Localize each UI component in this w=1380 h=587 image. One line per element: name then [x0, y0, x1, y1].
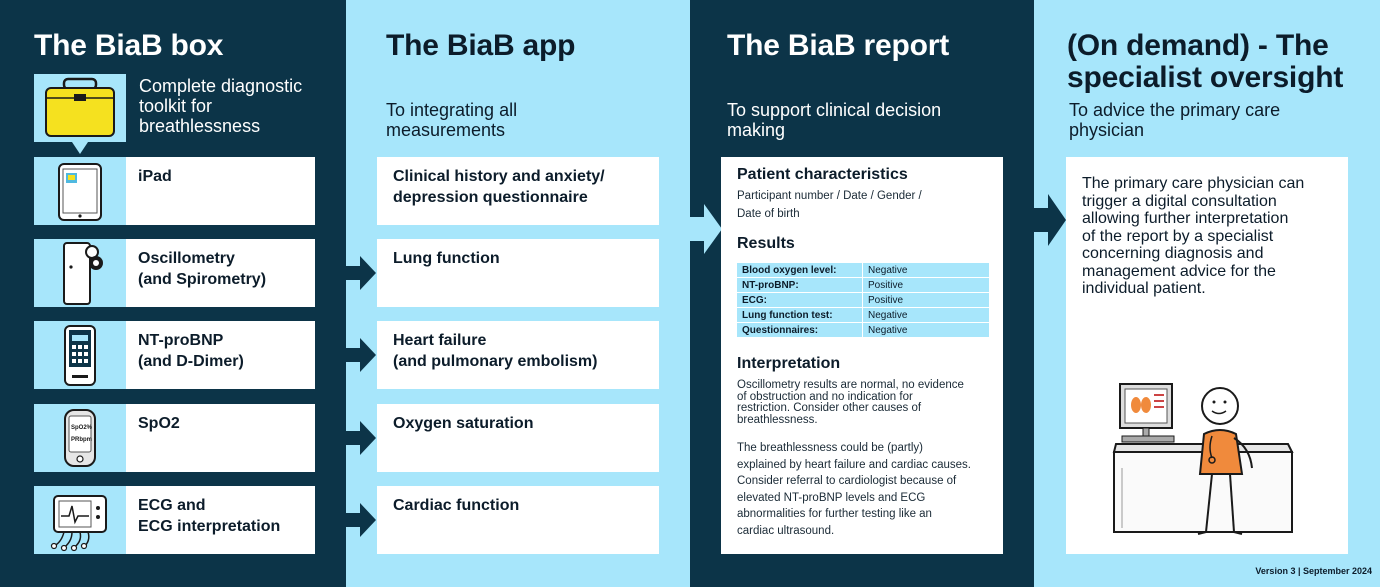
- app-label-history: Clinical history and anxiety/ depression…: [393, 168, 605, 206]
- spo2-icon-box: SpO2% PRbpm: [34, 404, 126, 472]
- result-label: ECG:: [737, 293, 863, 307]
- interpretation-paragraph-1: Oscillometry results are normal, no evid…: [737, 379, 964, 426]
- ecg-label: ECG and ECG interpretation: [138, 497, 281, 535]
- arrow-right-icon: [342, 503, 376, 537]
- spo2-display-text: SpO2%: [71, 425, 93, 431]
- result-value: Negative: [863, 263, 989, 277]
- specialist-description: The primary care physician can trigger a…: [1082, 175, 1305, 297]
- app-label-cardiac: Cardiac function: [393, 497, 520, 514]
- specialist-subtitle: To advice the primary care physician: [1069, 100, 1281, 140]
- table-row: ECG:Positive: [737, 293, 989, 307]
- arrow-right-icon: [1032, 194, 1066, 246]
- app-label-oxygen: Oxygen saturation: [393, 415, 534, 432]
- ipad-icon-box: [34, 157, 126, 225]
- ipad-card: [126, 157, 315, 225]
- version-footer: Version 3 | September 2024: [1255, 566, 1372, 576]
- result-value: Negative: [863, 323, 989, 337]
- app-card-oxygen: [377, 404, 659, 472]
- box-title: The BiaB box: [34, 29, 224, 62]
- ecg-device-icon: [50, 495, 107, 552]
- result-label: Blood oxygen level:: [737, 263, 863, 277]
- arrow-right-icon: [688, 204, 722, 254]
- toolkit-icon-box: [34, 74, 126, 142]
- oscillometry-label: Oscillometry (and Spirometry): [138, 250, 267, 288]
- interpretation-paragraph-2: The breathlessness could be (partly) exp…: [737, 442, 971, 537]
- patient-details: Participant number / Date / Gender / Dat…: [737, 190, 922, 220]
- app-card-lung: [377, 239, 659, 307]
- app-card-history: [377, 157, 659, 225]
- oscillometry-icon-box: [34, 239, 126, 307]
- table-row: Lung function test:Negative: [737, 308, 989, 322]
- ipad-icon: [58, 163, 102, 221]
- arrow-right-icon: [342, 421, 376, 455]
- specialist-title: (On demand) - The specialist oversight: [1067, 29, 1344, 94]
- ecg-card: [126, 486, 315, 554]
- table-row: NT-proBNP:Positive: [737, 278, 989, 292]
- app-title: The BiaB app: [386, 29, 576, 62]
- connector-triangle: [72, 142, 88, 154]
- result-label: Lung function test:: [737, 308, 863, 322]
- ecg-icon-box: [34, 486, 126, 554]
- spo2-label: SpO2: [138, 415, 180, 432]
- patient-heading: Patient characteristics: [737, 166, 908, 183]
- result-label: Questionnaires:: [737, 323, 863, 337]
- app-label-lung: Lung function: [393, 250, 500, 267]
- app-subtitle: To integrating all measurements: [386, 100, 518, 140]
- ntprobnp-card: [126, 321, 315, 389]
- box-subtitle: Complete diagnostic toolkit for breathle…: [139, 76, 303, 136]
- app-card-cardiac: [377, 486, 659, 554]
- interpretation-heading: Interpretation: [737, 355, 841, 372]
- ntprobnp-label: NT-proBNP (and D-Dimer): [138, 332, 244, 370]
- arrow-right-icon: [342, 338, 376, 372]
- result-value: Positive: [863, 293, 989, 307]
- report-card: [721, 157, 1003, 554]
- table-row: Questionnaires:Negative: [737, 323, 989, 337]
- toolbox-case-icon: [45, 77, 115, 137]
- oscillometry-card: [126, 239, 315, 307]
- app-card-heart: [377, 321, 659, 389]
- ipad-label: iPad: [138, 168, 172, 185]
- result-label: NT-proBNP:: [737, 278, 863, 292]
- pulse-oximeter-icon: SpO2% PRbpm: [64, 409, 96, 467]
- table-row: Blood oxygen level:Negative: [737, 263, 989, 277]
- prbpm-display-text: PRbpm: [71, 437, 92, 443]
- results-heading: Results: [737, 235, 795, 252]
- app-label-heart: Heart failure (and pulmonary embolism): [393, 332, 598, 370]
- oscillometer-icon: [63, 242, 103, 305]
- report-subtitle: To support clinical decision making: [727, 100, 942, 140]
- result-value: Positive: [863, 278, 989, 292]
- result-value: Negative: [863, 308, 989, 322]
- ntprobnp-icon-box: [34, 321, 126, 389]
- doctor-at-desk-illustration: [1112, 383, 1294, 535]
- report-title: The BiaB report: [727, 29, 950, 62]
- arrow-right-icon: [342, 256, 376, 290]
- results-table: Blood oxygen level:Negative NT-proBNP:Po…: [737, 262, 989, 338]
- analyzer-icon: [64, 325, 96, 386]
- spo2-card: [126, 404, 315, 472]
